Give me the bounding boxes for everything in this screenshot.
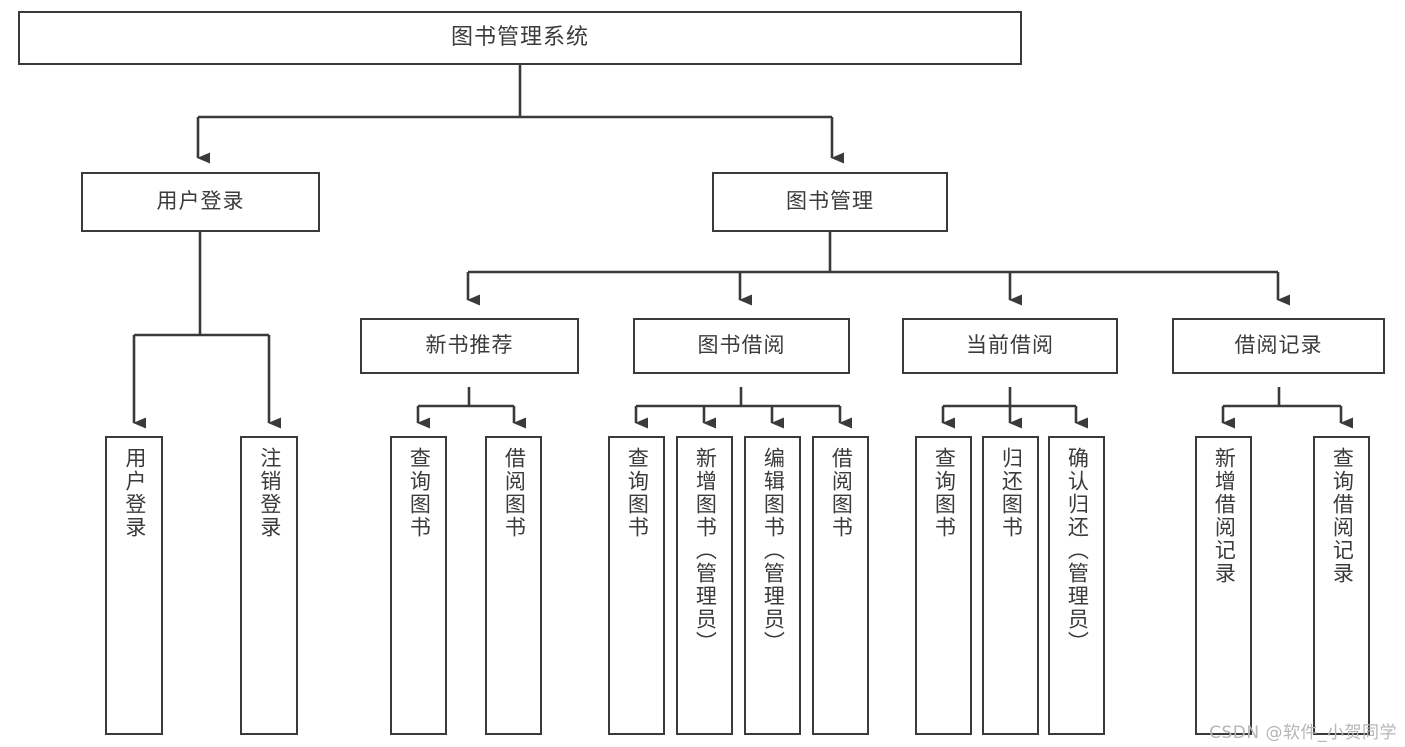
leaf-user-login-signout[interactable]: 注销登录 xyxy=(240,436,298,735)
leaf-label: 编辑图书（管理员） xyxy=(761,447,786,654)
node-book-management[interactable]: 图书管理 xyxy=(712,172,948,232)
node-current-borrow-label: 当前借阅 xyxy=(966,333,1054,358)
leaf-label: 新增借阅记录 xyxy=(1212,447,1237,585)
leaf-label: 新增图书（管理员） xyxy=(693,447,718,654)
leaf-current-borrow-return[interactable]: 归还图书 xyxy=(982,436,1039,735)
leaf-user-login-signin[interactable]: 用户登录 xyxy=(105,436,163,735)
leaf-label: 借阅图书 xyxy=(829,447,854,539)
leaf-label: 查询图书 xyxy=(407,447,432,539)
node-book-management-label: 图书管理 xyxy=(786,189,874,214)
node-new-book-recommend-label: 新书推荐 xyxy=(425,333,514,358)
leaf-label: 注销登录 xyxy=(257,447,282,539)
node-borrow-record[interactable]: 借阅记录 xyxy=(1172,318,1385,374)
leaf-borrow-record-add[interactable]: 新增借阅记录 xyxy=(1195,436,1252,735)
node-current-borrow[interactable]: 当前借阅 xyxy=(902,318,1118,374)
leaf-book-borrow-query[interactable]: 查询图书 xyxy=(608,436,665,735)
leaf-label: 查询图书 xyxy=(932,447,957,539)
leaf-new-book-query[interactable]: 查询图书 xyxy=(390,436,447,735)
leaf-label: 归还图书 xyxy=(999,447,1024,539)
watermark: CSDN @软件_小贺同学 xyxy=(1209,723,1397,743)
leaf-current-borrow-confirm-admin[interactable]: 确认归还（管理员） xyxy=(1048,436,1105,735)
node-new-book-recommend[interactable]: 新书推荐 xyxy=(360,318,579,374)
node-user-login-label: 用户登录 xyxy=(156,189,245,214)
leaf-book-borrow-borrow[interactable]: 借阅图书 xyxy=(812,436,869,735)
leaf-new-book-borrow[interactable]: 借阅图书 xyxy=(485,436,542,735)
leaf-book-borrow-add-admin[interactable]: 新增图书（管理员） xyxy=(676,436,733,735)
node-book-borrow-label: 图书借阅 xyxy=(697,333,786,358)
leaf-book-borrow-edit-admin[interactable]: 编辑图书（管理员） xyxy=(744,436,801,735)
node-book-borrow[interactable]: 图书借阅 xyxy=(633,318,850,374)
leaf-label: 用户登录 xyxy=(122,447,147,539)
leaf-label: 借阅图书 xyxy=(502,447,527,539)
node-user-login[interactable]: 用户登录 xyxy=(81,172,320,232)
leaf-label: 查询借阅记录 xyxy=(1330,447,1355,585)
node-root-label: 图书管理系统 xyxy=(450,24,589,50)
leaf-label: 确认归还（管理员） xyxy=(1065,447,1090,654)
leaf-label: 查询图书 xyxy=(625,447,650,539)
leaf-current-borrow-query[interactable]: 查询图书 xyxy=(915,436,972,735)
node-root-library-system[interactable]: 图书管理系统 xyxy=(18,11,1022,65)
leaf-borrow-record-query[interactable]: 查询借阅记录 xyxy=(1313,436,1370,735)
node-borrow-record-label: 借阅记录 xyxy=(1234,333,1323,358)
